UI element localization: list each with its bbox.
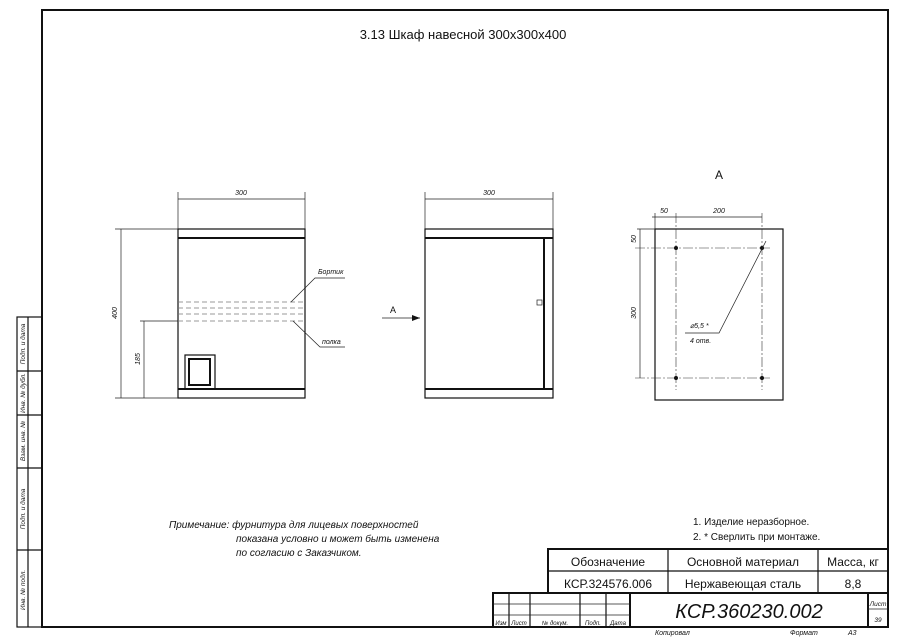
label-rim: Бортик	[318, 269, 344, 276]
note: Примечание: фурнитура для лицевых поверх…	[169, 519, 440, 559]
hole	[674, 376, 678, 380]
stamp-orig-inv: Инв. № подл.	[19, 570, 27, 611]
header-designation: Обозначение	[571, 555, 646, 569]
col-change: Изм	[495, 621, 506, 627]
document-code: КСР.360230.002	[675, 601, 822, 623]
format-label: Формат	[790, 630, 818, 637]
dim-height: 400	[112, 307, 119, 319]
view-a: A 50 200 50 300 ⌀5,5 * 4 отв.	[631, 168, 784, 401]
dim-width: 300	[235, 190, 247, 197]
side-view: 300 A	[382, 190, 554, 399]
handle-box	[184, 354, 216, 390]
title-block: Изм Лист № докум. Подп. Дата КСР.360230.…	[492, 592, 889, 628]
spec-table: Обозначение Основной материал Масса, кг …	[547, 548, 889, 594]
sheet-label: Лист	[869, 601, 887, 608]
remark-2: 2. * Сверлить при монтаже.	[693, 532, 820, 543]
sheet-number: 39	[874, 617, 882, 624]
label-shelf: полка	[322, 339, 341, 346]
col-sign: Подп.	[585, 621, 601, 627]
dim-shelf-height: 185	[135, 353, 142, 365]
dim-span-y: 300	[631, 307, 638, 319]
view-arrow-label: A	[390, 305, 396, 315]
dim-span-x: 200	[712, 208, 725, 215]
hole	[674, 246, 678, 250]
col-doc-no: № докум.	[542, 620, 568, 627]
note-line-1: Примечание: фурнитура для лицевых поверх…	[169, 519, 419, 531]
stamp-replace-inv: Взам. инв. №	[20, 421, 27, 461]
dim-depth: 300	[483, 190, 495, 197]
stamp-sign-date-2: Подп. и дата	[19, 488, 27, 529]
value-mass: 8,8	[845, 577, 862, 591]
value-material: Нержавеющая сталь	[685, 577, 801, 591]
dim-edge-y: 50	[631, 235, 638, 243]
front-view: 300 400 185 Бортик полка	[112, 190, 345, 399]
format-value: А3	[847, 630, 857, 637]
note-line-3: по согласию с Заказчиком.	[236, 548, 362, 559]
side-stamp: Подп. и дата Инв. № дубл. Взам. инв. № П…	[16, 316, 43, 628]
stamp-dup-inv: Инв. № дубл.	[19, 373, 27, 413]
value-designation: КСР.324576.006	[564, 577, 652, 591]
header-mass: Масса, кг	[827, 555, 879, 569]
drawing-title: 3.13 Шкаф навесной 300x300x400	[360, 27, 567, 42]
note-line-2: показана условно и может быть изменена	[236, 533, 440, 545]
stamp-sign-date-1: Подп. и дата	[19, 323, 27, 364]
col-sheet: Лист	[510, 621, 526, 627]
copied-label: Копировал	[655, 630, 690, 637]
col-date: Дата	[609, 621, 626, 627]
hole-diameter: ⌀5,5 *	[690, 323, 709, 330]
header-material: Основной материал	[687, 555, 799, 569]
hole-count: 4 отв.	[690, 338, 711, 345]
view-a-title: A	[715, 168, 723, 182]
hole	[760, 376, 764, 380]
dim-edge-x: 50	[660, 208, 668, 215]
remark-1: 1. Изделие неразборное.	[693, 516, 809, 528]
